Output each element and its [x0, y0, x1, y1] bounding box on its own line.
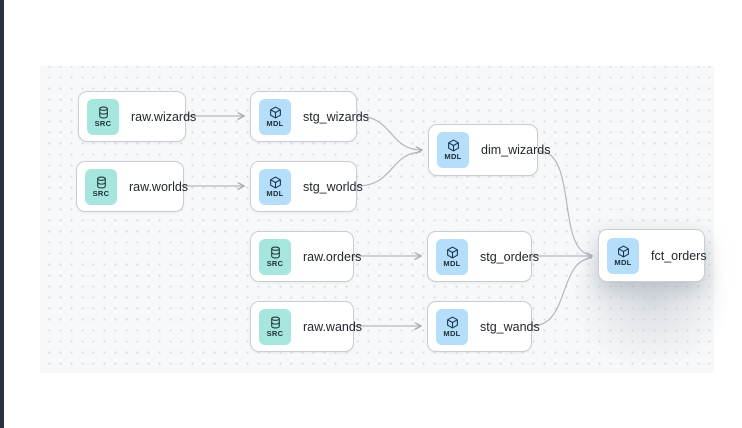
model-badge: MDL [259, 98, 291, 135]
node-label: fct_orders [651, 248, 707, 263]
database-icon [98, 106, 108, 118]
badge-label: MDL [444, 152, 462, 161]
cube-icon [446, 246, 458, 258]
model-badge: MDL [607, 237, 639, 274]
database-icon [96, 176, 106, 188]
node-stg-wizards[interactable]: MDL stg_wizards [250, 91, 369, 142]
model-badge: MDL [436, 308, 468, 345]
node-raw-orders[interactable]: SRC raw.orders [250, 231, 361, 282]
badge-label: MDL [614, 257, 632, 267]
badge-label: MDL [443, 328, 461, 338]
node-dim-wizards[interactable]: MDL dim_wizards [428, 124, 550, 176]
badge-label: SRC [266, 258, 284, 268]
node-label: stg_orders [480, 249, 540, 264]
node-label: raw.wizards [131, 109, 197, 124]
badge-label: SRC [266, 328, 284, 338]
cube-icon [269, 176, 281, 188]
node-stg-orders[interactable]: MDL stg_orders [427, 231, 539, 282]
node-label: raw.worlds [129, 179, 189, 194]
window-edge [0, 0, 4, 428]
cube-icon [446, 316, 458, 328]
badge-label: MDL [266, 188, 284, 198]
cube-icon [617, 245, 629, 257]
source-badge: SRC [259, 238, 291, 275]
node-label: stg_worlds [303, 179, 363, 194]
node-label: raw.orders [303, 249, 362, 264]
source-badge: SRC [85, 168, 117, 205]
badge-label: SRC [94, 118, 112, 128]
source-badge: SRC [259, 308, 291, 345]
node-fct-orders[interactable]: MDL fct_orders [598, 229, 707, 282]
model-badge: MDL [437, 132, 469, 168]
node-label: stg_wizards [303, 109, 369, 124]
badge-label: SRC [92, 188, 110, 198]
node-stg-worlds[interactable]: MDL stg_worlds [250, 161, 363, 212]
source-badge: SRC [87, 98, 119, 135]
database-icon [270, 246, 280, 258]
cube-icon [269, 106, 281, 118]
node-raw-wands[interactable]: SRC raw.wands [250, 301, 362, 352]
node-stg-wands[interactable]: MDL stg_wands [427, 301, 540, 352]
database-icon [270, 316, 280, 328]
model-badge: MDL [436, 238, 468, 275]
node-label: raw.wands [303, 319, 363, 334]
cube-icon [447, 139, 459, 152]
badge-label: MDL [443, 258, 461, 268]
node-raw-wizards[interactable]: SRC raw.wizards [78, 91, 196, 142]
node-label: stg_wands [480, 319, 540, 334]
node-label: dim_wizards [481, 143, 551, 157]
badge-label: MDL [266, 118, 284, 128]
model-badge: MDL [259, 168, 291, 205]
node-raw-worlds[interactable]: SRC raw.worlds [76, 161, 188, 212]
